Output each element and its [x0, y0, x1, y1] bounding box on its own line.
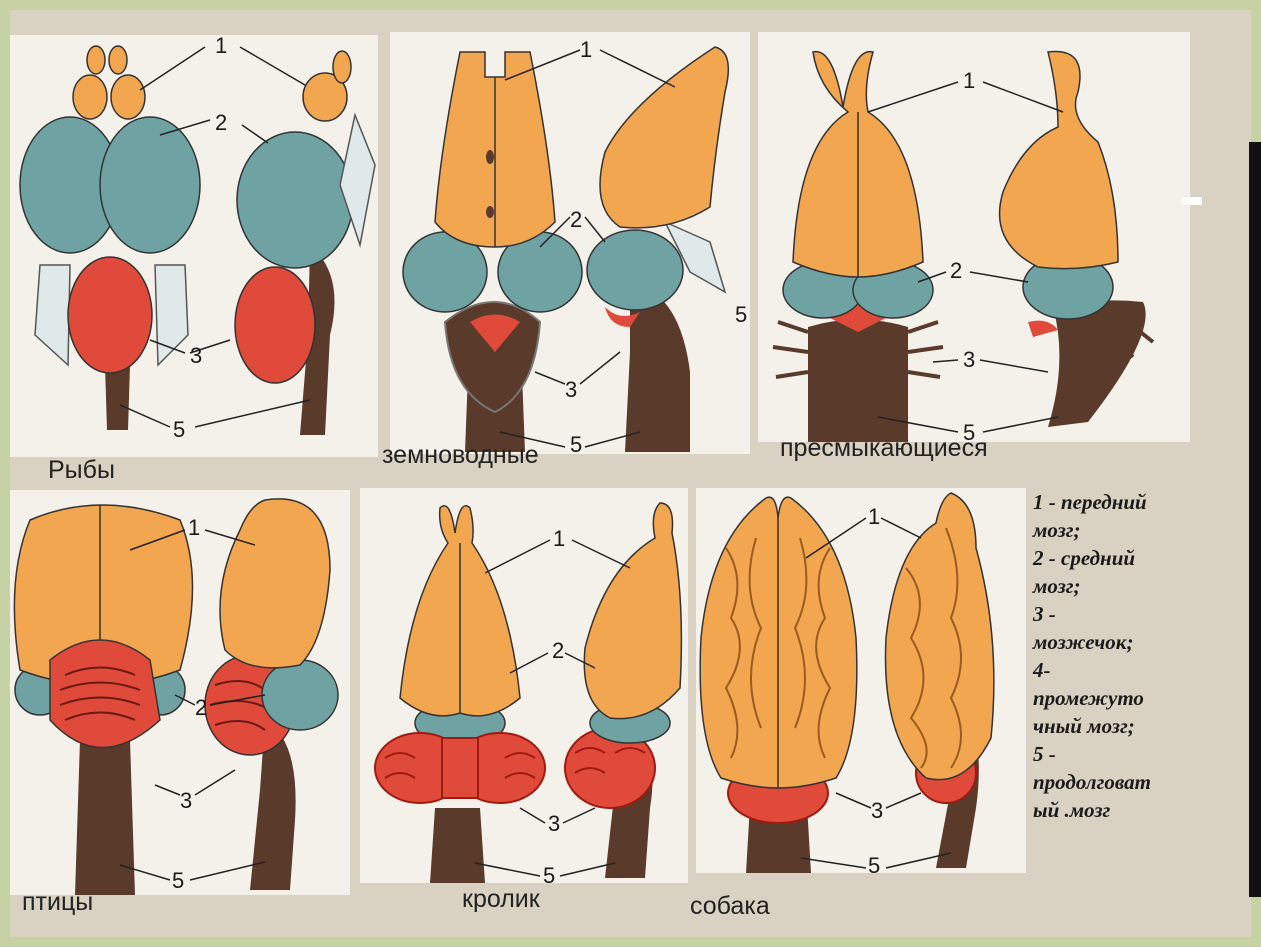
- caption-birds: птицы: [22, 890, 93, 915]
- label-number: 3: [180, 788, 192, 813]
- label-number: 3: [871, 798, 883, 823]
- panel-birds: 1 2 3 5: [10, 490, 350, 895]
- panel-rabbit: 1 2 3 5: [360, 488, 688, 883]
- label-number: 3: [963, 347, 975, 372]
- caption-rabbit: кролик: [462, 887, 540, 912]
- label-number: 2: [552, 638, 564, 663]
- legend-line: мозг;: [1033, 572, 1223, 600]
- label-number: 1: [868, 504, 880, 529]
- label-number: 5: [570, 432, 582, 454]
- legend-line: промежуто: [1033, 684, 1223, 712]
- legend-line: чный мозг;: [1033, 712, 1223, 740]
- panel-fish: 1 2 3 5: [10, 35, 378, 457]
- legend-line: мозжечок;: [1033, 628, 1223, 656]
- rabbit-brain-diagram: 1 2 3 5: [360, 488, 688, 883]
- caption-reptiles: пресмыкающиеся: [780, 436, 988, 461]
- label-number: 2: [950, 258, 962, 283]
- legend-line: продолговат: [1033, 768, 1223, 796]
- caption-fish: Рыбы: [48, 458, 115, 483]
- label-number: 5: [868, 853, 880, 873]
- bird-brain-diagram: 1 2 3 5: [10, 490, 350, 895]
- right-edge-bar: [1249, 142, 1261, 897]
- legend-line: ый .мозг: [1033, 796, 1223, 824]
- legend-line: мозг;: [1033, 516, 1223, 544]
- white-mark: [1182, 197, 1202, 205]
- legend-line: 2 - средний: [1033, 544, 1223, 572]
- caption-dog: собака: [690, 894, 770, 919]
- panel-reptiles: 1 2 3 5: [758, 32, 1190, 442]
- panel-dog: 1 3 5: [696, 488, 1026, 873]
- label-number: 3: [565, 377, 577, 402]
- amphibian-brain-diagram: 1 2 3 5 5: [390, 32, 750, 454]
- label-number: 2: [215, 110, 227, 135]
- label-number: 5: [172, 868, 184, 893]
- legend-line: 1 - передний: [1033, 488, 1223, 516]
- dog-brain-diagram: 1 3 5: [696, 488, 1026, 873]
- label-number: 3: [548, 811, 560, 836]
- label-number: 1: [963, 68, 975, 93]
- label-number: 2: [570, 207, 582, 232]
- legend-line: 3 -: [1033, 600, 1223, 628]
- legend-line: 5 -: [1033, 740, 1223, 768]
- panel-amphibians: 1 2 3 5 5: [390, 32, 750, 454]
- label-number: 1: [215, 35, 227, 58]
- label-number: 5: [543, 863, 555, 883]
- legend-line: 4-: [1033, 656, 1223, 684]
- label-number: 2: [195, 695, 207, 720]
- label-number: 5: [173, 417, 185, 442]
- label-number: 5: [735, 302, 747, 327]
- legend: 1 - передний мозг; 2 - средний мозг; 3 -…: [1033, 488, 1223, 824]
- reptile-brain-diagram: 1 2 3 5: [758, 32, 1190, 442]
- label-number: 1: [580, 37, 592, 62]
- caption-amphibians: земноводные: [382, 443, 539, 468]
- label-number: 1: [553, 526, 565, 551]
- label-number: 1: [188, 515, 200, 540]
- fish-brain-diagram: 1 2 3 5: [10, 35, 378, 457]
- label-number: 3: [190, 343, 202, 368]
